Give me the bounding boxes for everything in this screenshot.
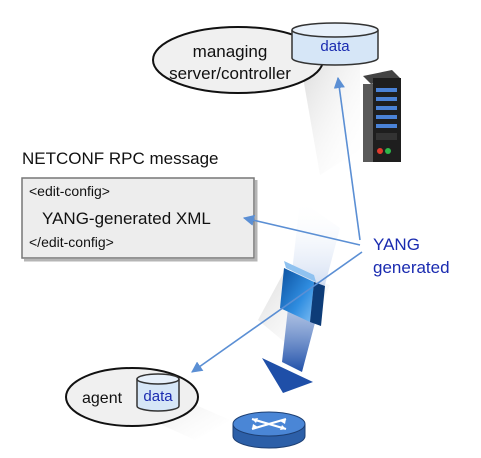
manager-node: managing server/controller bbox=[152, 26, 324, 94]
manager-shadow bbox=[300, 60, 360, 175]
database-icon: data bbox=[291, 22, 379, 66]
agent-label: agent bbox=[82, 390, 123, 407]
server-icon bbox=[363, 70, 401, 162]
arrow-to-manager-db bbox=[333, 76, 361, 241]
rpc-close-tag: </edit-config> bbox=[29, 234, 114, 250]
yang-label-line1: YANG bbox=[373, 235, 420, 254]
manager-db-label: data bbox=[320, 38, 350, 55]
rpc-body: YANG-generated XML bbox=[42, 209, 211, 228]
router-icon bbox=[232, 411, 306, 449]
manager-label-line1: managing bbox=[193, 42, 268, 61]
agent-db-label: data bbox=[143, 388, 173, 405]
yang-label-line2: generated bbox=[373, 258, 450, 277]
rpc-message-box: <edit-config> YANG-generated XML </edit-… bbox=[21, 177, 258, 262]
rpc-title: NETCONF RPC message bbox=[22, 149, 218, 168]
manager-label-line2: server/controller bbox=[169, 64, 291, 83]
database-icon: data bbox=[136, 373, 180, 412]
rpc-open-tag: <edit-config> bbox=[29, 183, 110, 199]
firewall-icon bbox=[280, 261, 325, 326]
arrow-to-agent-db bbox=[191, 251, 363, 373]
arrow-to-rpc-xml bbox=[242, 214, 361, 246]
